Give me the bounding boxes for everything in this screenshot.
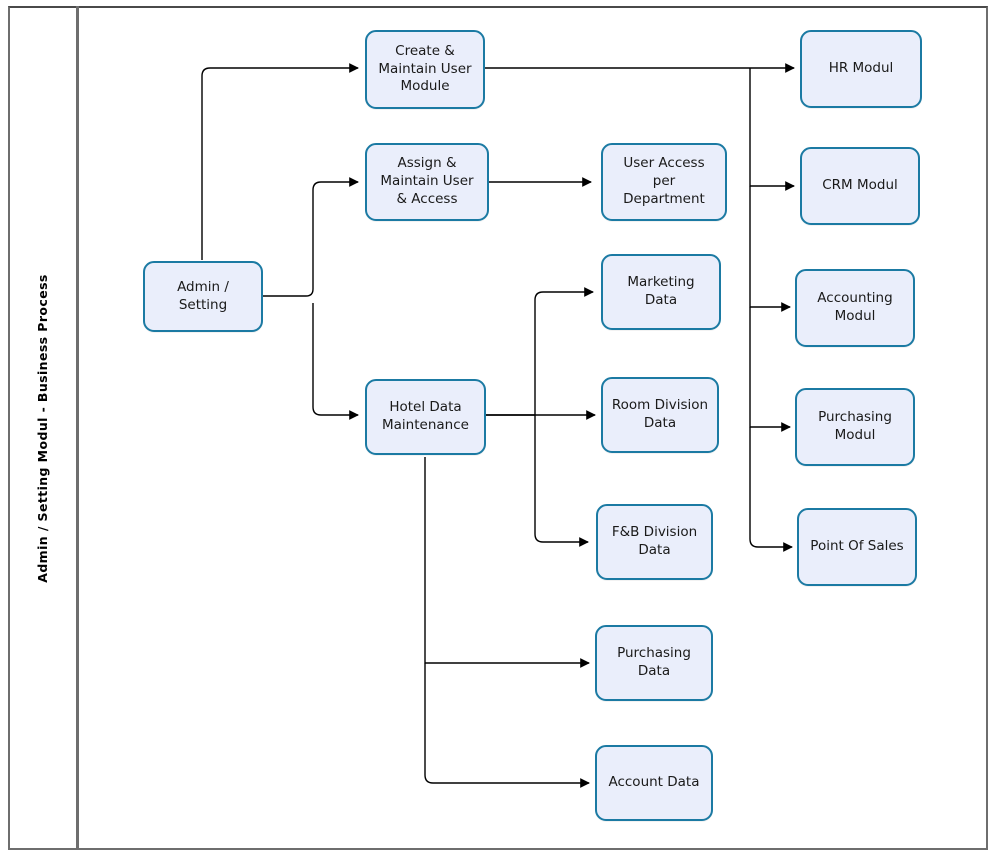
node-room-division-data[interactable]: Room Division Data (601, 377, 719, 453)
node-point-of-sales[interactable]: Point Of Sales (797, 508, 917, 586)
node-crm-modul[interactable]: CRM Modul (800, 147, 920, 225)
node-accounting-modul-label: Accounting Modul (817, 290, 893, 324)
node-hotel-data-maintenance[interactable]: Hotel Data Maintenance (365, 379, 486, 455)
node-purchasing-data-label: Purchasing Data (617, 645, 691, 679)
node-room-division-data-label: Room Division Data (611, 397, 709, 431)
node-purchasing-data[interactable]: Purchasing Data (595, 625, 713, 701)
node-fb-division-data-label: F&B Division Data (611, 524, 698, 558)
pool-title: Admin / Setting Modul - Business Process (8, 6, 76, 850)
node-accounting-modul[interactable]: Accounting Modul (795, 269, 915, 347)
node-hr-modul-label: HR Modul (828, 60, 894, 77)
node-marketing-data[interactable]: Marketing Data (601, 254, 721, 330)
node-crm-modul-label: CRM Modul (822, 177, 898, 194)
node-user-access-per-department-label: User Access per Department (623, 155, 705, 207)
node-account-data-label: Account Data (608, 774, 700, 791)
node-admin-setting[interactable]: Admin / Setting (143, 261, 263, 332)
pool-title-label: Admin / Setting Modul - Business Process (34, 273, 50, 583)
node-hotel-data-maintenance-label: Hotel Data Maintenance (382, 399, 469, 433)
node-purchasing-modul-label: Purchasing Modul (818, 409, 892, 443)
node-assign-maintain-user-access[interactable]: Assign & Maintain User & Access (365, 143, 489, 221)
pool-lane-divider (76, 6, 79, 850)
node-account-data[interactable]: Account Data (595, 745, 713, 821)
node-create-maintain-user-module-label: Create & Maintain User Module (378, 42, 472, 95)
node-user-access-per-department[interactable]: User Access per Department (601, 143, 727, 221)
node-admin-setting-label: Admin / Setting (177, 278, 229, 313)
node-point-of-sales-label: Point Of Sales (810, 538, 904, 555)
node-fb-division-data[interactable]: F&B Division Data (596, 504, 713, 580)
node-hr-modul[interactable]: HR Modul (800, 30, 922, 108)
node-purchasing-modul[interactable]: Purchasing Modul (795, 388, 915, 466)
node-marketing-data-label: Marketing Data (627, 274, 695, 308)
node-create-maintain-user-module[interactable]: Create & Maintain User Module (365, 30, 485, 109)
node-assign-maintain-user-access-label: Assign & Maintain User & Access (380, 155, 474, 207)
